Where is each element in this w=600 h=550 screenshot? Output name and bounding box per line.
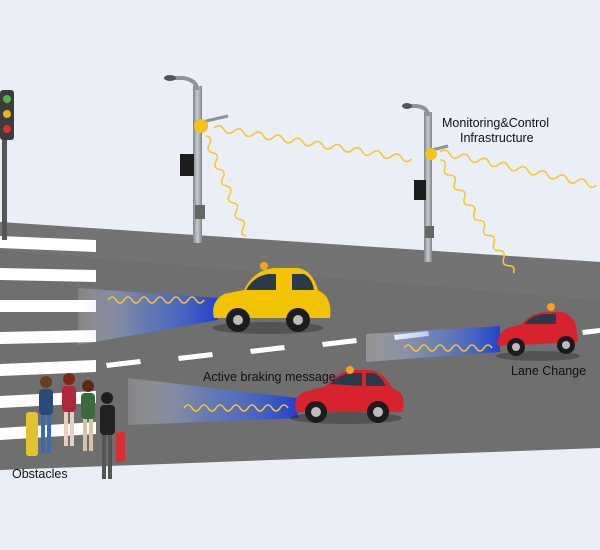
pedestrian-icon <box>81 380 95 451</box>
lane-change-label: Lane Change <box>511 364 587 378</box>
monitoring-control-infrastructure-label: Monitoring&Control Infrastructure <box>442 116 549 146</box>
beacon <box>425 148 437 160</box>
sensor-beam-lane-change-car <box>366 326 500 362</box>
road-shade <box>0 222 600 300</box>
car-icon <box>290 366 404 424</box>
beam-waves <box>107 296 493 412</box>
infrastructure-waves <box>205 125 597 274</box>
pedestrian-group <box>26 373 125 479</box>
pedestrian-icon <box>100 392 125 479</box>
beacon <box>194 119 208 133</box>
street-lamp-icon <box>164 75 229 243</box>
monitoring-label-line1: Monitoring&Control <box>442 116 549 130</box>
street-lamp-icon <box>402 103 449 262</box>
pedestrian-icon <box>26 376 53 456</box>
sensor-beam-red-car-front <box>128 378 298 425</box>
car-icon <box>212 262 331 334</box>
monitoring-label-line2: Infrastructure <box>460 131 534 145</box>
obstacles-label: Obstacles <box>12 467 68 481</box>
pedestrian-icon <box>62 373 76 446</box>
car-icon <box>496 303 580 361</box>
traffic-light-icon <box>0 90 14 240</box>
active-braking-message-label: Active braking message <box>203 370 336 384</box>
